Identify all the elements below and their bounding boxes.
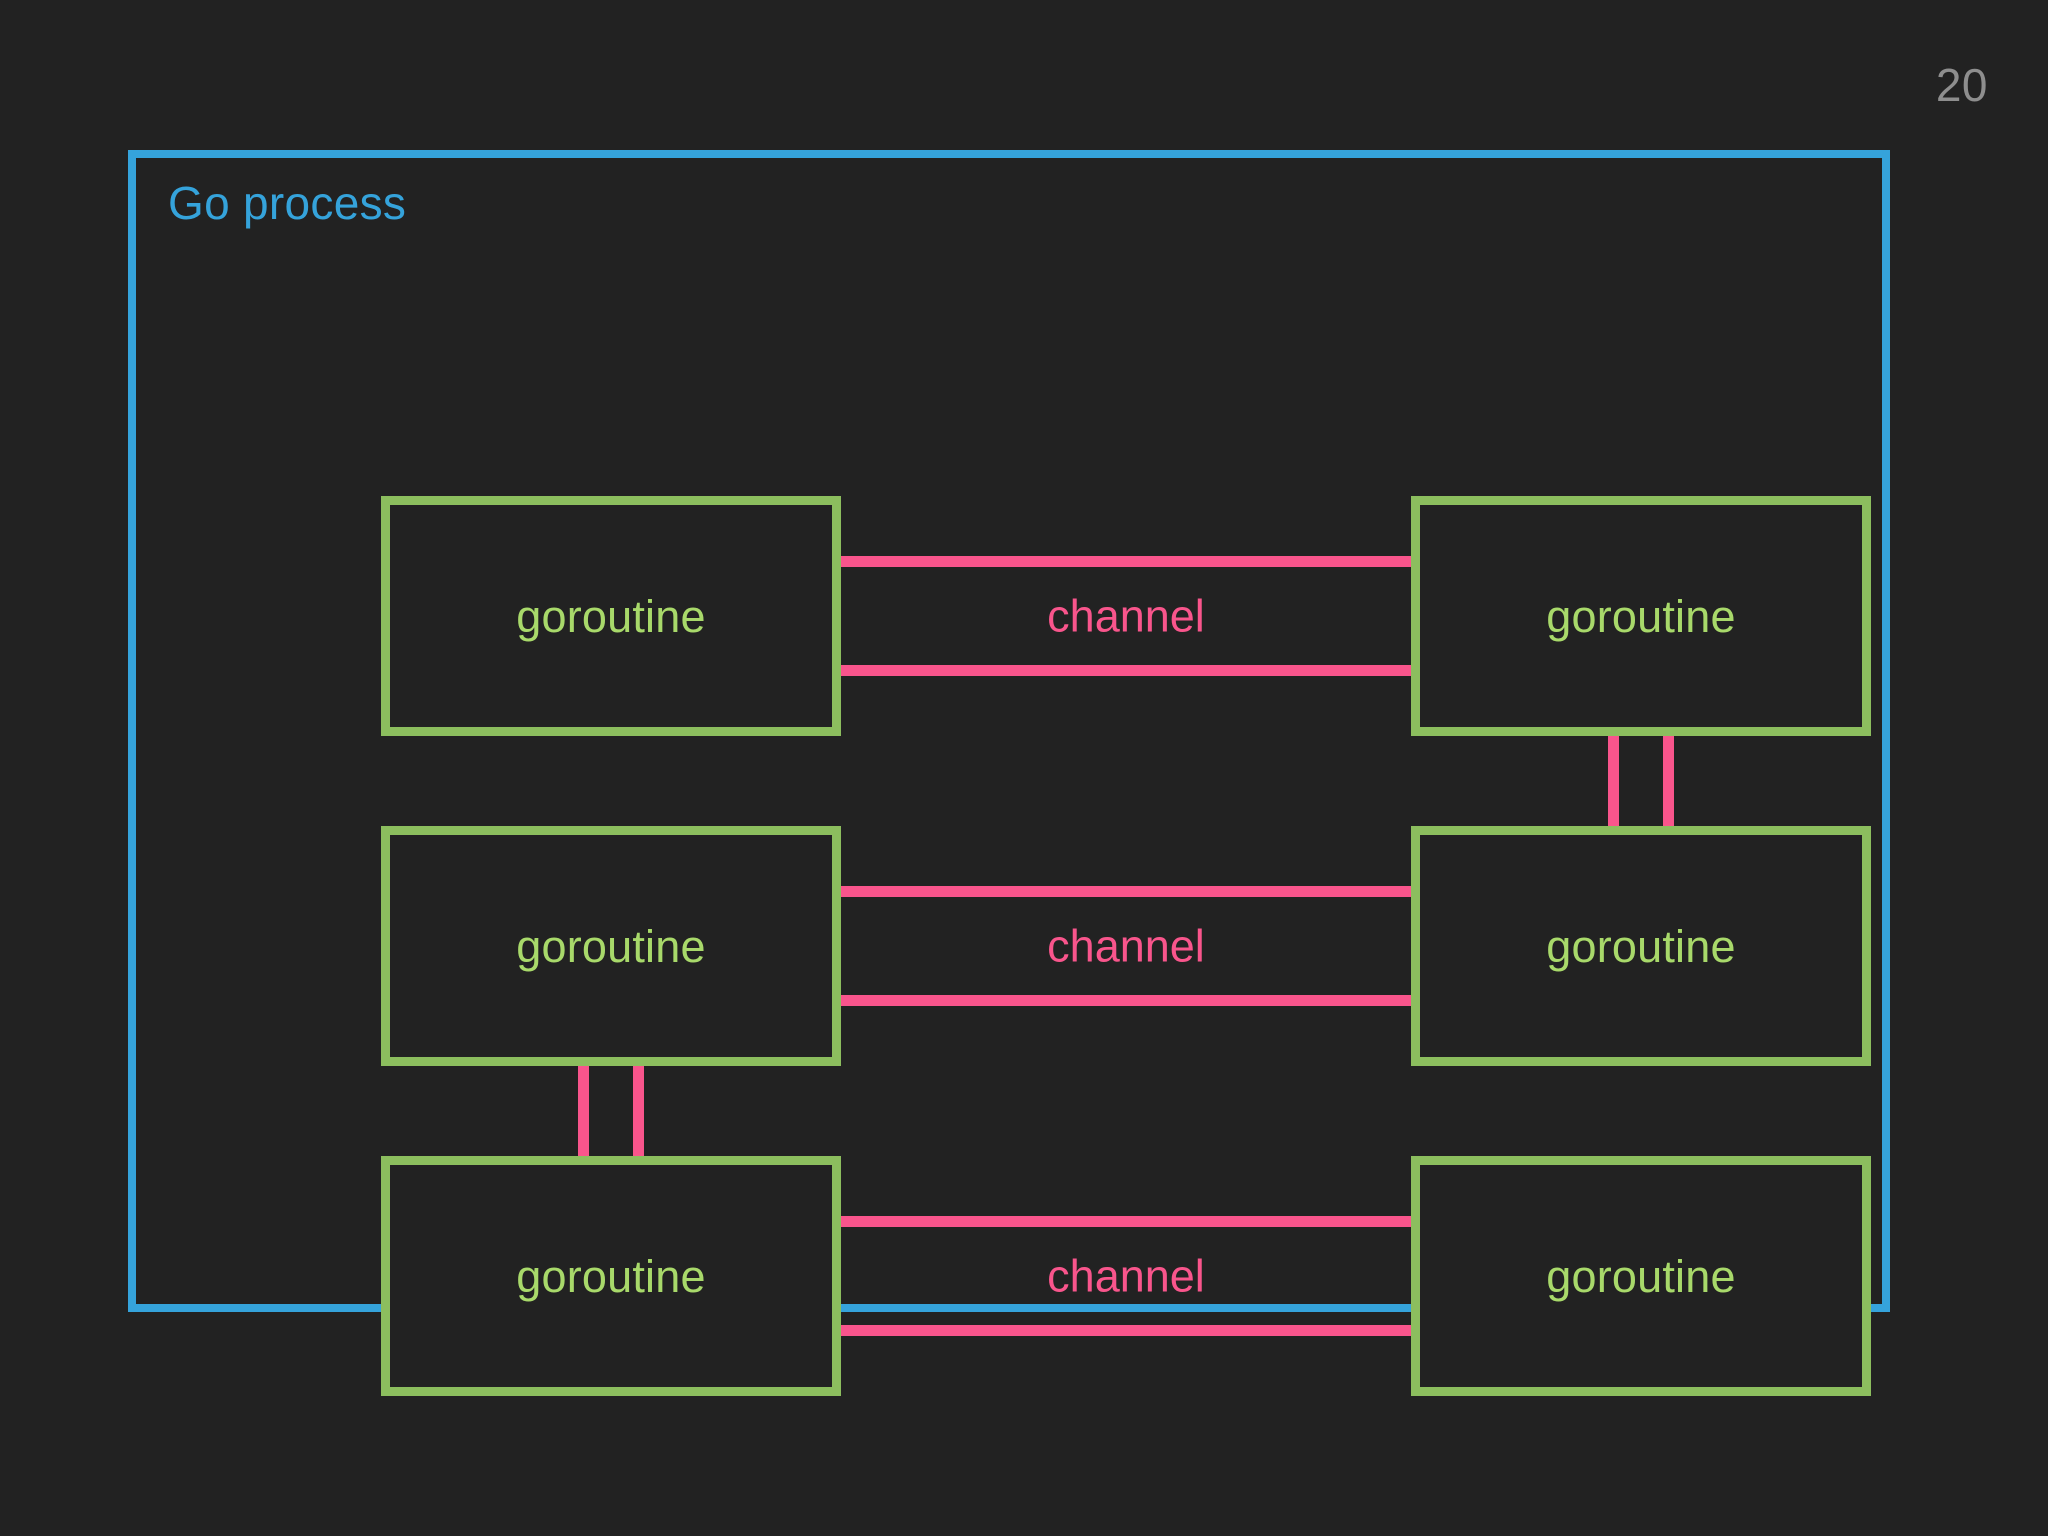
channel-line-right xyxy=(633,1056,644,1166)
channel-row-0: channel xyxy=(836,556,1416,676)
goroutine-r0c1: goroutine xyxy=(1411,496,1871,736)
channel-line-right xyxy=(1663,726,1674,836)
channel-row-2: channel xyxy=(836,1216,1416,1336)
goroutine-label: goroutine xyxy=(1546,1250,1736,1302)
channel-line-bottom xyxy=(836,995,1416,1006)
channel-line-left xyxy=(1608,726,1619,836)
goroutine-r2c0: goroutine xyxy=(381,1156,841,1396)
channel-label: channel xyxy=(1047,590,1205,642)
channel-line-top xyxy=(836,556,1416,567)
goroutine-label: goroutine xyxy=(1546,920,1736,972)
channel-label: channel xyxy=(1047,1250,1205,1302)
goroutine-label: goroutine xyxy=(516,590,706,642)
channel-line-top xyxy=(836,1216,1416,1227)
go-process-container: Go process channel channel channel xyxy=(128,150,1890,1396)
channel-line-left xyxy=(578,1056,589,1166)
process-title: Go process xyxy=(168,177,407,229)
channel-line-bottom xyxy=(836,1325,1416,1336)
goroutine-r0c0: goroutine xyxy=(381,496,841,736)
channel-right-0-1 xyxy=(1608,726,1674,836)
page-number: 20 xyxy=(1935,59,1988,111)
channel-line-bottom xyxy=(836,665,1416,676)
goroutine-label: goroutine xyxy=(1546,590,1736,642)
goroutine-r1c0: goroutine xyxy=(381,826,841,1066)
channel-line-top xyxy=(836,886,1416,897)
channel-label: channel xyxy=(1047,920,1205,972)
goroutine-label: goroutine xyxy=(516,920,706,972)
goroutine-r2c1: goroutine xyxy=(1411,1156,1871,1396)
channel-left-1-2 xyxy=(578,1056,644,1166)
channel-row-1: channel xyxy=(836,886,1416,1006)
goroutine-label: goroutine xyxy=(516,1250,706,1302)
goroutine-r1c1: goroutine xyxy=(1411,826,1871,1066)
